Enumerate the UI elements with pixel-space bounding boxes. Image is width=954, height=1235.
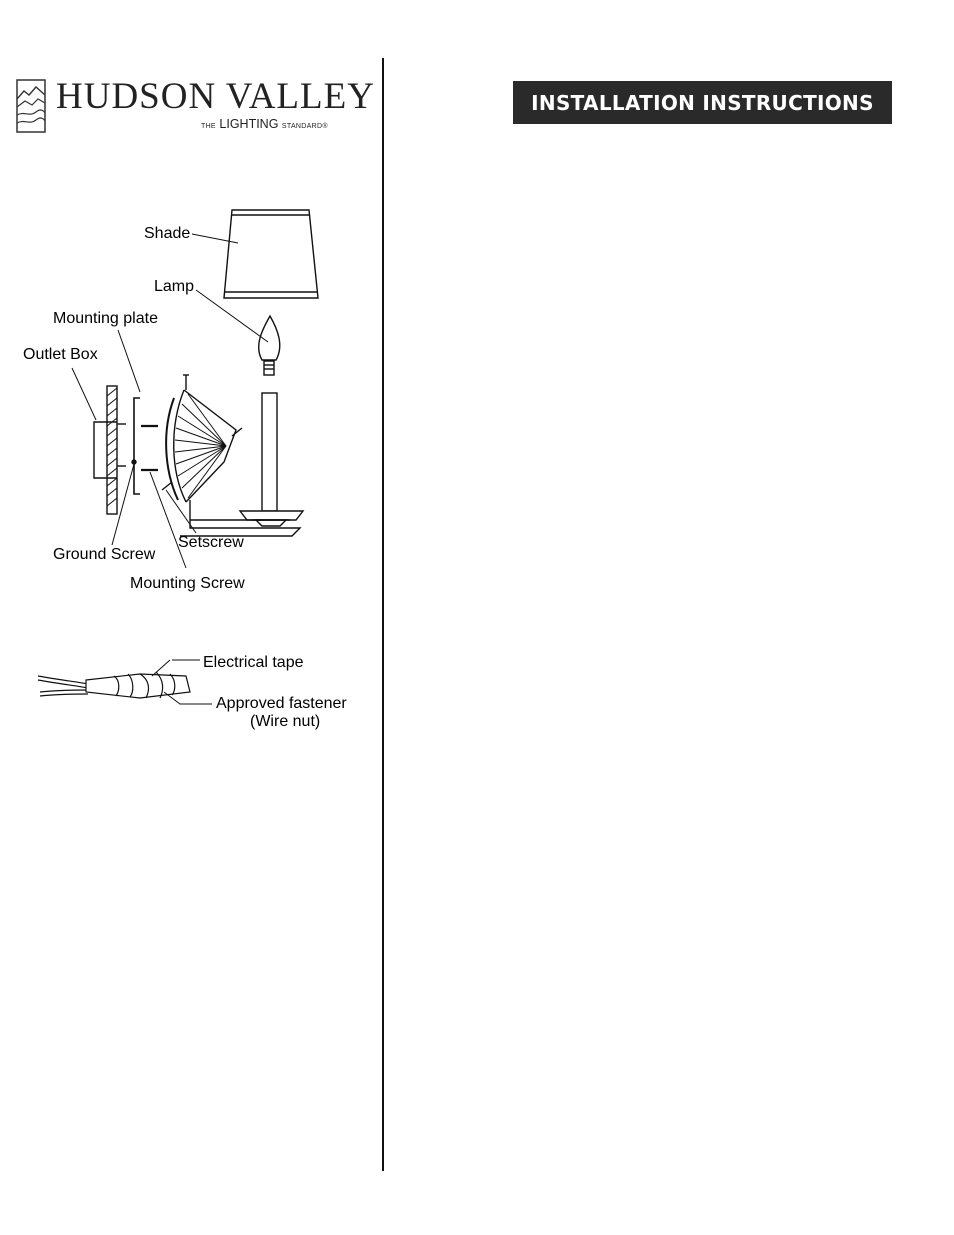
shade-illustration xyxy=(224,210,318,298)
label-mounting-screw: Mounting Screw xyxy=(130,576,245,592)
label-setscrew: Setscrew xyxy=(178,535,244,551)
wire-splice-illustration xyxy=(38,660,212,704)
label-outlet-box: Outlet Box xyxy=(23,347,98,363)
label-electrical-tape: Electrical tape xyxy=(203,655,304,671)
label-shade: Shade xyxy=(144,226,190,242)
label-mounting-plate: Mounting plate xyxy=(53,311,158,327)
mounting-plate-illustration xyxy=(134,398,140,494)
label-approved-fastener: Approved fastener xyxy=(216,696,347,712)
label-wire-nut: (Wire nut) xyxy=(250,714,320,730)
label-ground-screw: Ground Screw xyxy=(53,547,155,563)
label-lamp: Lamp xyxy=(154,279,194,295)
